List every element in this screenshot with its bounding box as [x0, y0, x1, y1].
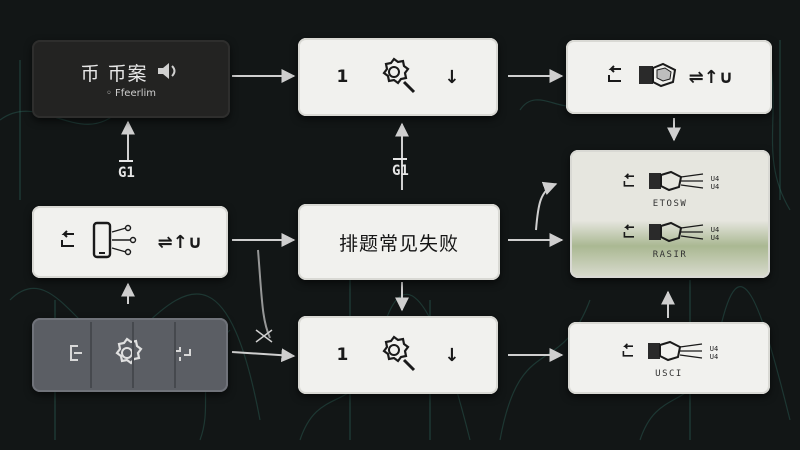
edge-curve-cross — [257, 249, 271, 339]
return-arrow-icon — [620, 342, 638, 363]
gear-search-icon — [374, 55, 418, 99]
edge-center-stack-curve — [535, 181, 558, 231]
node-center-label: 排题常见失败 — [338, 232, 459, 255]
return-arrow-icon — [621, 224, 639, 244]
node-bottom-right[interactable]: U4 U4 USCI — [568, 322, 770, 394]
node-bottom-middle-left: 1 — [336, 345, 349, 365]
chip-network-icon — [644, 338, 704, 368]
node-top-right-right: ⇌↑∪ — [688, 66, 734, 88]
gear-icon — [110, 336, 144, 374]
bracket-right-icon — [170, 343, 194, 367]
edge-grey-bottommid — [231, 348, 296, 363]
node-right-stack-a-tag-bottom: U4 — [710, 183, 720, 191]
node-right-stack-bottom: U4 U4 RASIR — [621, 219, 719, 260]
node-right-stack-a-tag-top: U4 — [710, 175, 720, 183]
node-bottom-right-tag-bottom: U4 — [709, 352, 719, 361]
node-right-stack-b-caption: RASIR — [652, 250, 688, 260]
gear-search-icon — [374, 333, 418, 377]
chip-network-icon — [645, 168, 705, 198]
node-right-stack-b-tag-top: U4 — [710, 226, 720, 234]
return-arrow-icon — [605, 65, 627, 89]
node-mid-left-right: ⇌↑∪ — [157, 231, 203, 253]
bracket-left-icon — [66, 343, 84, 367]
chip-device-icon — [633, 60, 683, 94]
node-top-left-subtitle: ◦ Ffeerlim — [105, 88, 157, 99]
node-bottom-middle[interactable]: 1 ↓ — [298, 316, 498, 394]
node-bottom-right-caption: USCI — [655, 368, 683, 379]
node-right-stack-top: U4 U4 ETOSW — [621, 168, 719, 209]
node-right-stack-b-tag-bottom: U4 — [710, 234, 720, 242]
node-top-right[interactable]: ⇌↑∪ — [566, 40, 772, 114]
speaker-icon — [156, 61, 182, 85]
node-bottom-right-tag-top: U4 — [709, 344, 719, 353]
node-top-middle[interactable]: 1 ↓ — [298, 38, 498, 116]
node-mid-left[interactable]: ⇌↑∪ — [32, 206, 228, 278]
node-top-left[interactable]: 币 币案 ◦ Ffeerlim — [32, 40, 230, 118]
edge-label-center: G1 — [392, 158, 409, 179]
chip-network-icon — [645, 219, 705, 249]
node-right-stack[interactable]: U4 U4 ETOSW U4 U4 — [570, 150, 770, 278]
return-arrow-icon — [621, 173, 639, 193]
node-top-left-title: 币 币案 — [80, 63, 148, 85]
return-arrow-icon — [58, 230, 80, 254]
node-top-middle-left: 1 — [336, 67, 349, 87]
node-bottom-left[interactable] — [32, 318, 228, 392]
node-bottom-middle-right: ↓ — [444, 344, 460, 366]
node-center[interactable]: 排题常见失败 — [298, 204, 500, 280]
phone-network-icon — [90, 220, 148, 264]
node-top-middle-right: ↓ — [444, 66, 460, 88]
node-right-stack-a-caption: ETOSW — [652, 199, 688, 209]
edge-label-left: G1 — [118, 160, 135, 181]
